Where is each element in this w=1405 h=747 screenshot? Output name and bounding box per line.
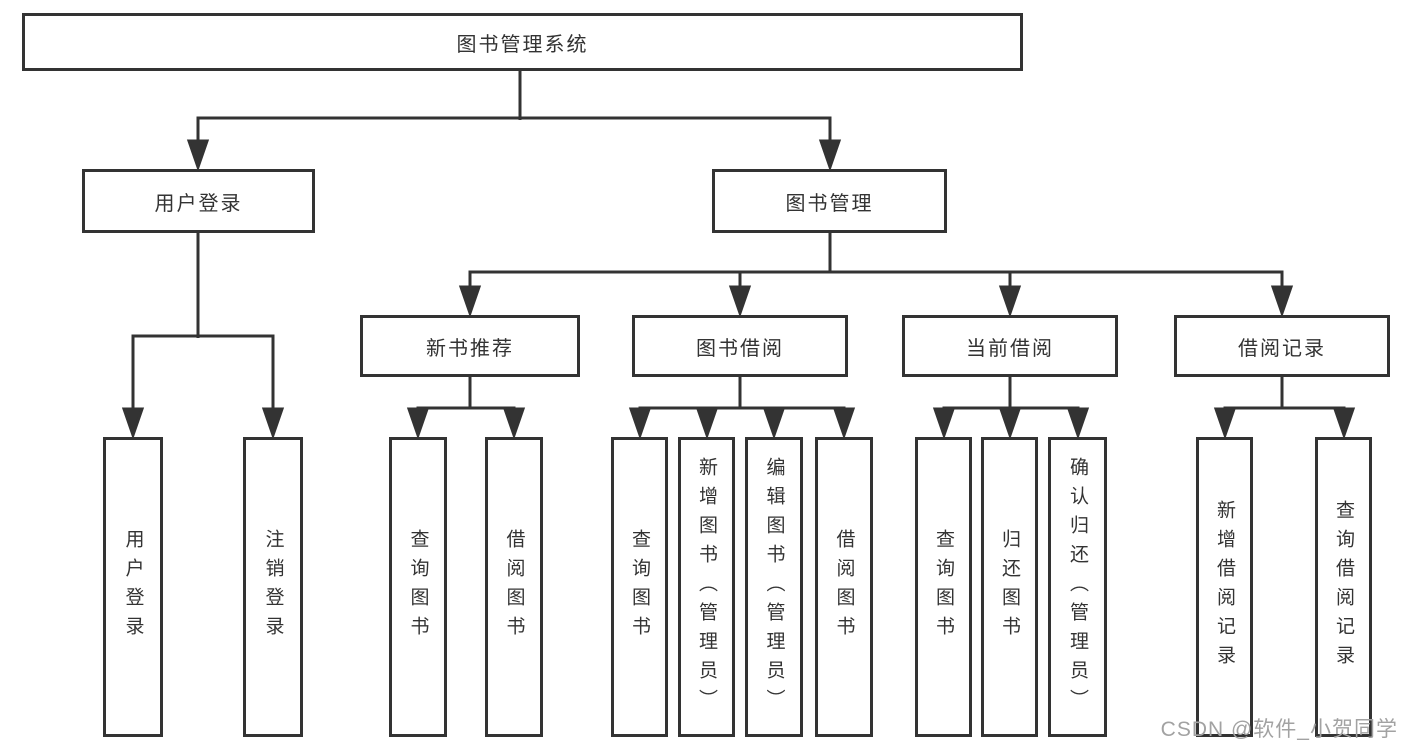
connector-user-login-to-leaves [121,233,285,440]
node-label: 注销登录 [262,529,284,645]
node-label: 图书管理 [785,192,874,215]
node-label: 查询借阅记录 [1333,500,1354,674]
connector-current-borrowing-to-leaves [932,377,1090,440]
node-label: 归还图书 [999,529,1020,645]
node-current-borrowing: 当前借阅 [902,315,1118,377]
node-leaf-cur-return-books: 归还图书 [981,437,1038,737]
node-root: 图书管理系统 [22,13,1023,71]
connector-book-management-to-level3 [458,233,1294,318]
node-leaf-bor-add-books: 新增图书（管理员） [678,437,735,737]
node-label: 图书借阅 [696,337,784,360]
node-label: 查询图书 [407,529,429,645]
node-new-book-recommend: 新书推荐 [360,315,580,377]
node-label: 新增图书（管理员） [696,456,717,718]
node-label: 用户登录 [154,192,243,215]
node-user-login: 用户登录 [82,169,315,233]
node-leaf-cur-confirm-return: 确认归还（管理员） [1048,437,1107,737]
node-label: 查询图书 [629,529,650,645]
node-leaf-bor-edit-books: 编辑图书（管理员） [745,437,803,737]
csdn-watermark: CSDN @软件_小贺同学 [1160,718,1398,741]
node-label: 查询图书 [933,529,954,645]
node-label: 新增借阅记录 [1214,500,1235,674]
node-label: 图书管理系统 [456,33,589,56]
node-leaf-cur-query-books: 查询图书 [915,437,972,737]
connector-new-book-recommend-to-leaves [406,377,526,440]
node-leaf-rec-borrow-books: 借阅图书 [485,437,543,737]
node-book-management: 图书管理 [712,169,947,233]
node-leaf-login: 用户登录 [103,437,163,737]
node-leaf-logout: 注销登录 [243,437,303,737]
node-label: 借阅图书 [503,529,525,645]
node-label: 用户登录 [122,529,144,645]
node-leaf-rcd-query-record: 查询借阅记录 [1315,437,1372,737]
connector-borrowing-records-to-leaves [1213,377,1356,440]
node-label: 借阅记录 [1238,337,1326,360]
node-leaf-rcd-add-record: 新增借阅记录 [1196,437,1253,737]
node-leaf-bor-borrow-books: 借阅图书 [815,437,873,737]
node-book-borrowing: 图书借阅 [632,315,848,377]
node-borrowing-records: 借阅记录 [1174,315,1390,377]
node-label: 新书推荐 [426,337,514,360]
node-leaf-bor-query-books: 查询图书 [611,437,668,737]
connector-root-to-level2 [186,70,842,172]
node-label: 编辑图书（管理员） [763,456,785,718]
node-label: 确认归还（管理员） [1067,456,1088,718]
node-leaf-rec-query-books: 查询图书 [389,437,447,737]
node-label: 借阅图书 [833,529,855,645]
node-label: 当前借阅 [966,337,1054,360]
connector-book-borrowing-to-leaves [628,377,856,440]
